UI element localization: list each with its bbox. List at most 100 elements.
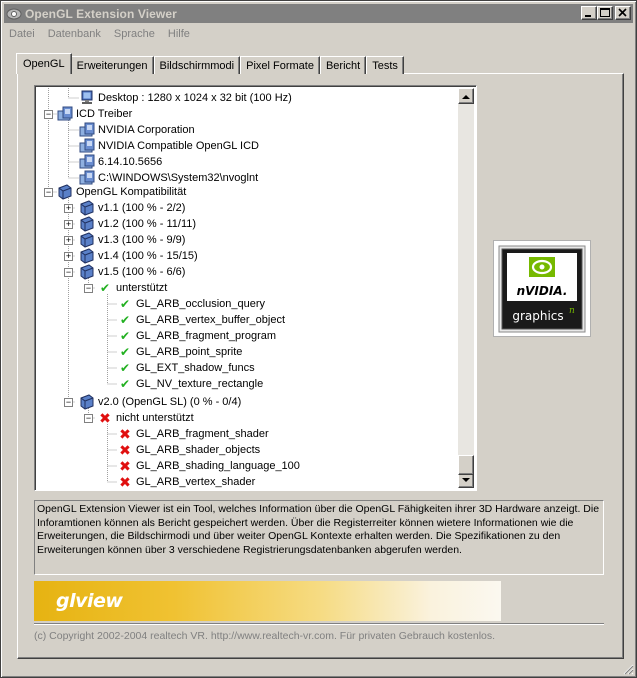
menu-datenbank[interactable]: Datenbank	[47, 27, 101, 40]
collapse-toggle[interactable]: −	[64, 267, 73, 277]
tree-extension[interactable]: ✔ GL_EXT_shadow_funcs	[119, 360, 255, 376]
tree-desktop[interactable]: Desktop : 1280 x 1024 x 32 bit (100 Hz)	[79, 90, 292, 106]
tree-version-1-1[interactable]: v1.1 (100 % - 2/2)	[79, 200, 185, 216]
tab-strip: OpenGL Erweiterungen Bildschirmmodi Pixe…	[16, 53, 404, 74]
cross-icon: ✖	[119, 426, 131, 442]
menu-bar: Datei Datenbank Sprache Hilfe	[4, 24, 633, 43]
tree-label: Desktop : 1280 x 1024 x 32 bit (100 Hz)	[98, 92, 292, 104]
tab-opengl[interactable]: OpenGL	[16, 53, 72, 74]
close-button[interactable]	[615, 6, 631, 20]
opengl-icon	[79, 264, 95, 280]
tree-extension[interactable]: ✔ GL_NV_texture_rectangle	[119, 376, 263, 392]
tree-label: v1.2 (100 % - 11/11)	[98, 218, 197, 230]
tree-icd-renderer[interactable]: NVIDIA Compatible OpenGL ICD	[79, 138, 259, 154]
app-icon	[6, 6, 22, 22]
description-text: OpenGL Extension Viewer ist ein Tool, we…	[37, 503, 600, 556]
minimize-icon	[585, 15, 591, 17]
driver-icon	[79, 122, 95, 138]
window-title: OpenGL Extension Viewer	[25, 6, 177, 21]
expand-toggle[interactable]: +	[64, 219, 73, 229]
tab-erweiterungen[interactable]: Erweiterungen	[70, 56, 154, 74]
tree-label: GL_ARB_occlusion_query	[136, 298, 266, 310]
check-icon: ✔	[119, 377, 131, 391]
menu-datei[interactable]: Datei	[9, 27, 35, 40]
tree-version-1-2[interactable]: v1.2 (100 % - 11/11)	[79, 216, 196, 232]
minimize-button[interactable]	[581, 6, 597, 20]
title-bar[interactable]: OpenGL Extension Viewer	[4, 4, 633, 23]
tree-compat[interactable]: OpenGL Kompatibilität	[57, 184, 186, 200]
check-icon: ✔	[119, 329, 131, 343]
tree-icd-path[interactable]: C:\WINDOWS\System32\nvoglnt	[79, 170, 258, 186]
tree-label: v1.3 (100 % - 9/9)	[98, 234, 186, 246]
collapse-toggle[interactable]: −	[44, 187, 53, 197]
tree-extension[interactable]: ✔ GL_ARB_vertex_buffer_object	[119, 312, 285, 328]
tree-label: GL_EXT_shadow_funcs	[136, 362, 255, 374]
check-icon: ✔	[119, 361, 131, 375]
vertical-scrollbar[interactable]	[458, 88, 474, 488]
scroll-thumb[interactable]	[458, 455, 474, 475]
tree-extension[interactable]: ✖ GL_ARB_fragment_shader	[119, 426, 269, 442]
menu-hilfe[interactable]: Hilfe	[167, 27, 190, 40]
collapse-toggle[interactable]: −	[84, 413, 93, 423]
monitor-icon	[79, 90, 95, 106]
tree-icd-driver[interactable]: ICD Treiber	[57, 106, 132, 122]
tree-extension[interactable]: ✖ GL_ARB_shading_language_100	[119, 458, 300, 474]
tree-label: GL_ARB_fragment_shader	[136, 428, 269, 440]
svg-text:graphics: graphics	[512, 309, 563, 323]
tree-icd-version[interactable]: 6.14.10.5656	[79, 154, 162, 170]
tree-unsupported-group[interactable]: ✖ nicht unterstützt	[99, 410, 194, 426]
tree-version-2-0[interactable]: v2.0 (OpenGL SL) (0 % - 0/4)	[79, 394, 241, 410]
maximize-button[interactable]	[597, 6, 613, 20]
tree-extension[interactable]: ✖ GL_ARB_vertex_shader	[119, 474, 255, 488]
menu-sprache[interactable]: Sprache	[113, 27, 155, 40]
opengl-icon	[79, 232, 95, 248]
cross-icon: ✖	[99, 410, 111, 426]
tree-label: unterstützt	[116, 282, 168, 294]
opengl-icon	[57, 184, 73, 200]
expand-toggle[interactable]: +	[64, 251, 73, 261]
check-icon: ✔	[119, 297, 131, 311]
expand-toggle[interactable]: +	[64, 235, 73, 245]
tab-pixel-formate[interactable]: Pixel Formate	[240, 56, 320, 74]
cross-icon: ✖	[119, 474, 131, 488]
banner-text: glview	[56, 590, 123, 612]
tree-label: v2.0 (OpenGL SL) (0 % - 0/4)	[98, 396, 242, 408]
cross-icon: ✖	[119, 442, 131, 458]
scroll-up-button[interactable]	[458, 88, 474, 104]
expand-toggle[interactable]: +	[64, 203, 73, 213]
resize-grip-icon[interactable]	[622, 663, 634, 675]
collapse-toggle[interactable]: −	[64, 397, 73, 407]
collapse-toggle[interactable]: −	[44, 109, 53, 119]
opengl-icon	[79, 248, 95, 264]
driver-folder-icon	[57, 106, 73, 122]
svg-text:n: n	[569, 306, 575, 316]
tree-lines	[48, 88, 117, 483]
tree-label: v1.1 (100 % - 2/2)	[98, 202, 186, 214]
tree-version-1-5[interactable]: v1.5 (100 % - 6/6)	[79, 264, 185, 280]
opengl-icon	[79, 394, 95, 410]
tree-label: NVIDIA Compatible OpenGL ICD	[98, 140, 259, 152]
tab-tests[interactable]: Tests	[366, 56, 404, 74]
check-icon: ✔	[119, 345, 131, 359]
opengl-icon	[79, 216, 95, 232]
tree-extension[interactable]: ✔ GL_ARB_point_sprite	[119, 344, 242, 360]
tree-label: C:\WINDOWS\System32\nvoglnt	[98, 172, 259, 184]
tree-extension[interactable]: ✔ GL_ARB_fragment_program	[119, 328, 276, 344]
tree-version-1-4[interactable]: v1.4 (100 % - 15/15)	[79, 248, 198, 264]
tree-label: v1.5 (100 % - 6/6)	[98, 266, 186, 278]
tree-icd-vendor[interactable]: NVIDIA Corporation	[79, 122, 195, 138]
tree-extension[interactable]: ✖ GL_ARB_shader_objects	[119, 442, 260, 458]
capabilities-tree[interactable]: Desktop : 1280 x 1024 x 32 bit (100 Hz) …	[34, 85, 477, 491]
arrow-up-icon	[462, 94, 470, 99]
collapse-toggle[interactable]: −	[84, 283, 93, 293]
tree-extension[interactable]: ✔ GL_ARB_occlusion_query	[119, 296, 265, 312]
tab-bericht[interactable]: Bericht	[319, 56, 367, 74]
tree-supported-group[interactable]: ✔ unterstützt	[99, 280, 167, 296]
tree-version-1-3[interactable]: v1.3 (100 % - 9/9)	[79, 232, 185, 248]
glview-banner: glview	[34, 581, 501, 621]
tree-label: 6.14.10.5656	[98, 156, 163, 168]
cross-icon: ✖	[119, 458, 131, 474]
check-icon: ✔	[99, 281, 111, 295]
scroll-track-top[interactable]	[458, 104, 474, 126]
tab-bildschirmmodi[interactable]: Bildschirmmodi	[153, 56, 241, 74]
